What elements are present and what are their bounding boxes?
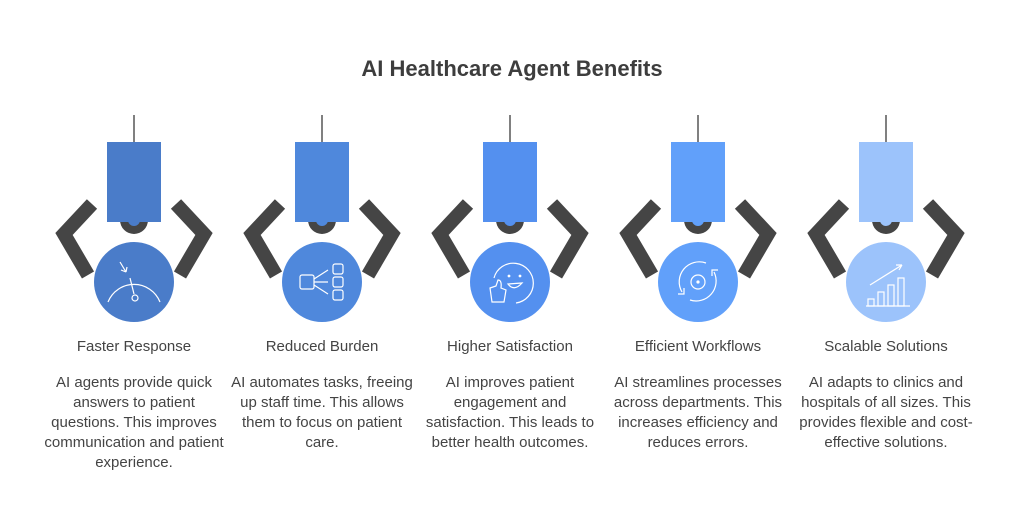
robot-claw-graphic — [619, 115, 777, 322]
benefit-label: Faster Response — [76, 338, 192, 355]
robot-claw-graphic — [431, 115, 589, 322]
diagram-title: AI Healthcare Agent Benefits — [361, 56, 663, 81]
benefit-faster-response: Faster Response AI agents provide quick … — [40, 0, 228, 531]
benefit-description: AI adapts to clinics and hospitals of al… — [799, 374, 973, 451]
task-distribution-icon — [299, 263, 344, 301]
benefit-description: AI automates tasks, freeing up staff tim… — [231, 374, 413, 451]
benefit-label: Scalable Solutions — [824, 338, 948, 355]
benefit-scalable-solutions: Scalable Solutions AI adapts to clinics … — [792, 0, 980, 531]
benefit-label: Efficient Workflows — [634, 338, 762, 355]
gear-cycle-icon — [678, 261, 718, 302]
benefit-description: AI streamlines processes across departme… — [613, 374, 783, 451]
robot-claw-graphic — [55, 115, 213, 322]
smiley-thumbs-up-icon — [489, 262, 534, 304]
benefit-label: Higher Satisfaction — [447, 338, 573, 355]
growth-chart-icon — [866, 264, 910, 307]
benefit-description: AI agents provide quick answers to patie… — [44, 374, 224, 471]
benefit-label: Reduced Burden — [265, 338, 379, 355]
benefit-efficient-workflows: Efficient Workflows AI streamlines proce… — [604, 0, 792, 531]
robot-claw-graphic — [807, 115, 965, 322]
benefit-reduced-burden: Reduced Burden AI automates tasks, freei… — [228, 0, 416, 531]
benefit-description: AI improves patient engagement and satis… — [425, 374, 595, 451]
speedometer-icon — [107, 261, 161, 303]
robot-claw-graphic — [243, 115, 401, 322]
benefit-higher-satisfaction: Higher Satisfaction AI improves patient … — [416, 0, 604, 531]
